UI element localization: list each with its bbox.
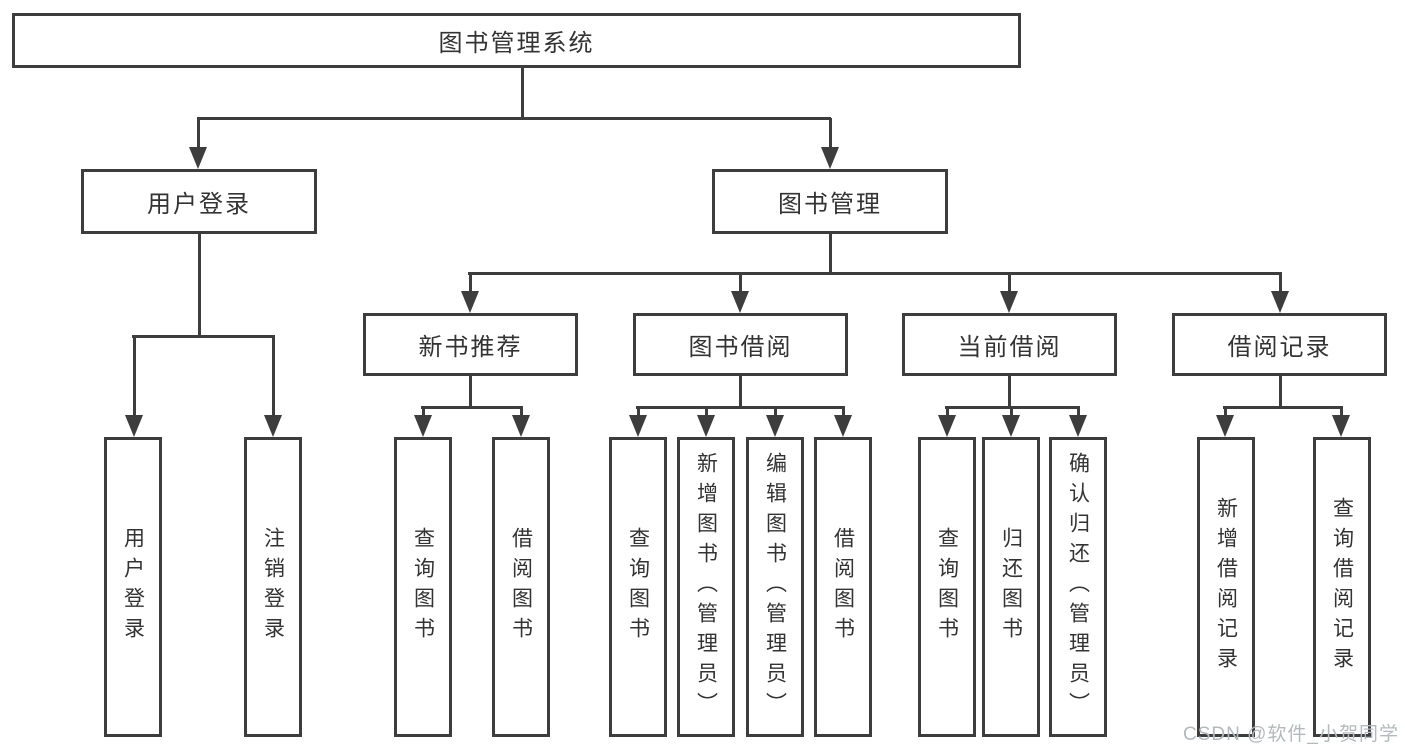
node-label: 查询图书 <box>626 527 650 647</box>
node-label: 当前借阅 <box>957 334 1062 361</box>
node-label: 新书推荐 <box>418 334 523 361</box>
leaf-return-books: 归还图书 <box>982 437 1040 737</box>
leaf-borrow-books-recommend: 借阅图书 <box>492 437 550 737</box>
arrow-down-icon <box>1002 415 1020 437</box>
leaf-search-borrow-record: 查询借阅记录 <box>1313 437 1371 737</box>
node-label: 图书借阅 <box>688 334 793 361</box>
node-label: 新增借阅记录 <box>1214 497 1238 677</box>
arrow-down-icon <box>821 147 839 169</box>
node-label: 借阅记录 <box>1227 334 1332 361</box>
node-label: 图书管理 <box>778 191 882 218</box>
node-label: 借阅图书 <box>509 527 533 647</box>
node-label: 图书管理系统 <box>438 30 595 57</box>
leaf-search-books-recommend: 查询图书 <box>394 437 452 737</box>
arrow-down-icon <box>461 291 479 313</box>
connector-line <box>468 271 1282 275</box>
leaf-search-books-borrow: 查询图书 <box>609 437 667 737</box>
connector-line <box>636 407 640 417</box>
arrow-down-icon <box>189 147 207 169</box>
node-borrowing-records: 借阅记录 <box>1172 313 1387 376</box>
connector-line <box>197 116 831 120</box>
connector-line <box>1278 273 1282 293</box>
node-label: 查询借阅记录 <box>1330 497 1354 677</box>
connector-line <box>1076 407 1080 417</box>
connector-line <box>773 407 777 417</box>
connector-line <box>828 118 832 149</box>
arrow-down-icon <box>834 415 852 437</box>
arrow-down-icon <box>697 415 715 437</box>
arrow-down-icon <box>766 415 784 437</box>
arrow-down-icon <box>1216 415 1234 437</box>
node-label: 用户登录 <box>147 191 251 218</box>
connector-line <box>828 234 832 275</box>
connector-line <box>945 405 1080 409</box>
node-label: 确认归还（管理员） <box>1066 452 1090 722</box>
arrow-down-icon <box>414 415 432 437</box>
connector-line <box>704 407 708 417</box>
leaf-edit-books-admin: 编辑图书（管理员） <box>746 437 804 737</box>
connector-line <box>519 407 523 417</box>
leaf-borrow-books-borrow: 借阅图书 <box>814 437 872 737</box>
connector-line <box>1278 376 1282 409</box>
connector-line <box>421 405 523 409</box>
leaf-logout: 注销登录 <box>244 437 302 737</box>
arrow-down-icon <box>1332 415 1350 437</box>
node-book-management: 图书管理 <box>712 169 948 234</box>
connector-line <box>1009 407 1013 417</box>
connector-line <box>132 334 275 338</box>
arrow-down-icon <box>629 415 647 437</box>
arrow-down-icon <box>938 415 956 437</box>
node-label: 归还图书 <box>999 527 1023 647</box>
connector-line <box>196 118 200 149</box>
arrow-down-icon <box>264 415 282 437</box>
node-label: 新增图书（管理员） <box>694 452 718 722</box>
connector-line <box>1339 407 1343 417</box>
connector-line <box>945 407 949 417</box>
connector-line <box>520 67 524 120</box>
connector-line <box>421 407 425 417</box>
arrow-down-icon <box>1000 291 1018 313</box>
connector-line <box>1223 407 1227 417</box>
connector-line <box>738 273 742 293</box>
node-label: 注销登录 <box>261 527 285 647</box>
node-book-borrowing: 图书借阅 <box>633 313 848 376</box>
node-library-management-system: 图书管理系统 <box>12 13 1021 68</box>
leaf-add-borrow-record: 新增借阅记录 <box>1197 437 1255 737</box>
connector-line <box>132 336 136 417</box>
node-new-book-recommendation: 新书推荐 <box>363 313 578 376</box>
node-label: 编辑图书（管理员） <box>763 452 787 722</box>
leaf-confirm-return-admin: 确认归还（管理员） <box>1049 437 1107 737</box>
arrow-down-icon <box>1069 415 1087 437</box>
node-label: 查询图书 <box>935 527 959 647</box>
connector-line <box>468 376 472 409</box>
node-label: 借阅图书 <box>831 527 855 647</box>
arrow-down-icon <box>125 415 143 437</box>
connector-line <box>1007 273 1011 293</box>
connector-line <box>636 405 845 409</box>
node-label: 用户登录 <box>121 527 145 647</box>
node-label: 查询图书 <box>411 527 435 647</box>
leaf-search-books-current: 查询图书 <box>918 437 976 737</box>
leaf-user-login: 用户登录 <box>104 437 162 737</box>
watermark-text: CSDN @软件_小贺同学 <box>1183 724 1399 745</box>
arrow-down-icon <box>1271 291 1289 313</box>
connector-line <box>738 376 742 409</box>
connector-line <box>1007 376 1011 409</box>
node-user-login: 用户登录 <box>81 169 317 234</box>
connector-line <box>197 234 201 338</box>
connector-line <box>1223 405 1343 409</box>
node-current-borrowing: 当前借阅 <box>902 313 1117 376</box>
arrow-down-icon <box>731 291 749 313</box>
arrow-down-icon <box>512 415 530 437</box>
leaf-add-books-admin: 新增图书（管理员） <box>677 437 735 737</box>
connector-line <box>468 273 472 293</box>
connector-line <box>271 336 275 417</box>
connector-line <box>841 407 845 417</box>
